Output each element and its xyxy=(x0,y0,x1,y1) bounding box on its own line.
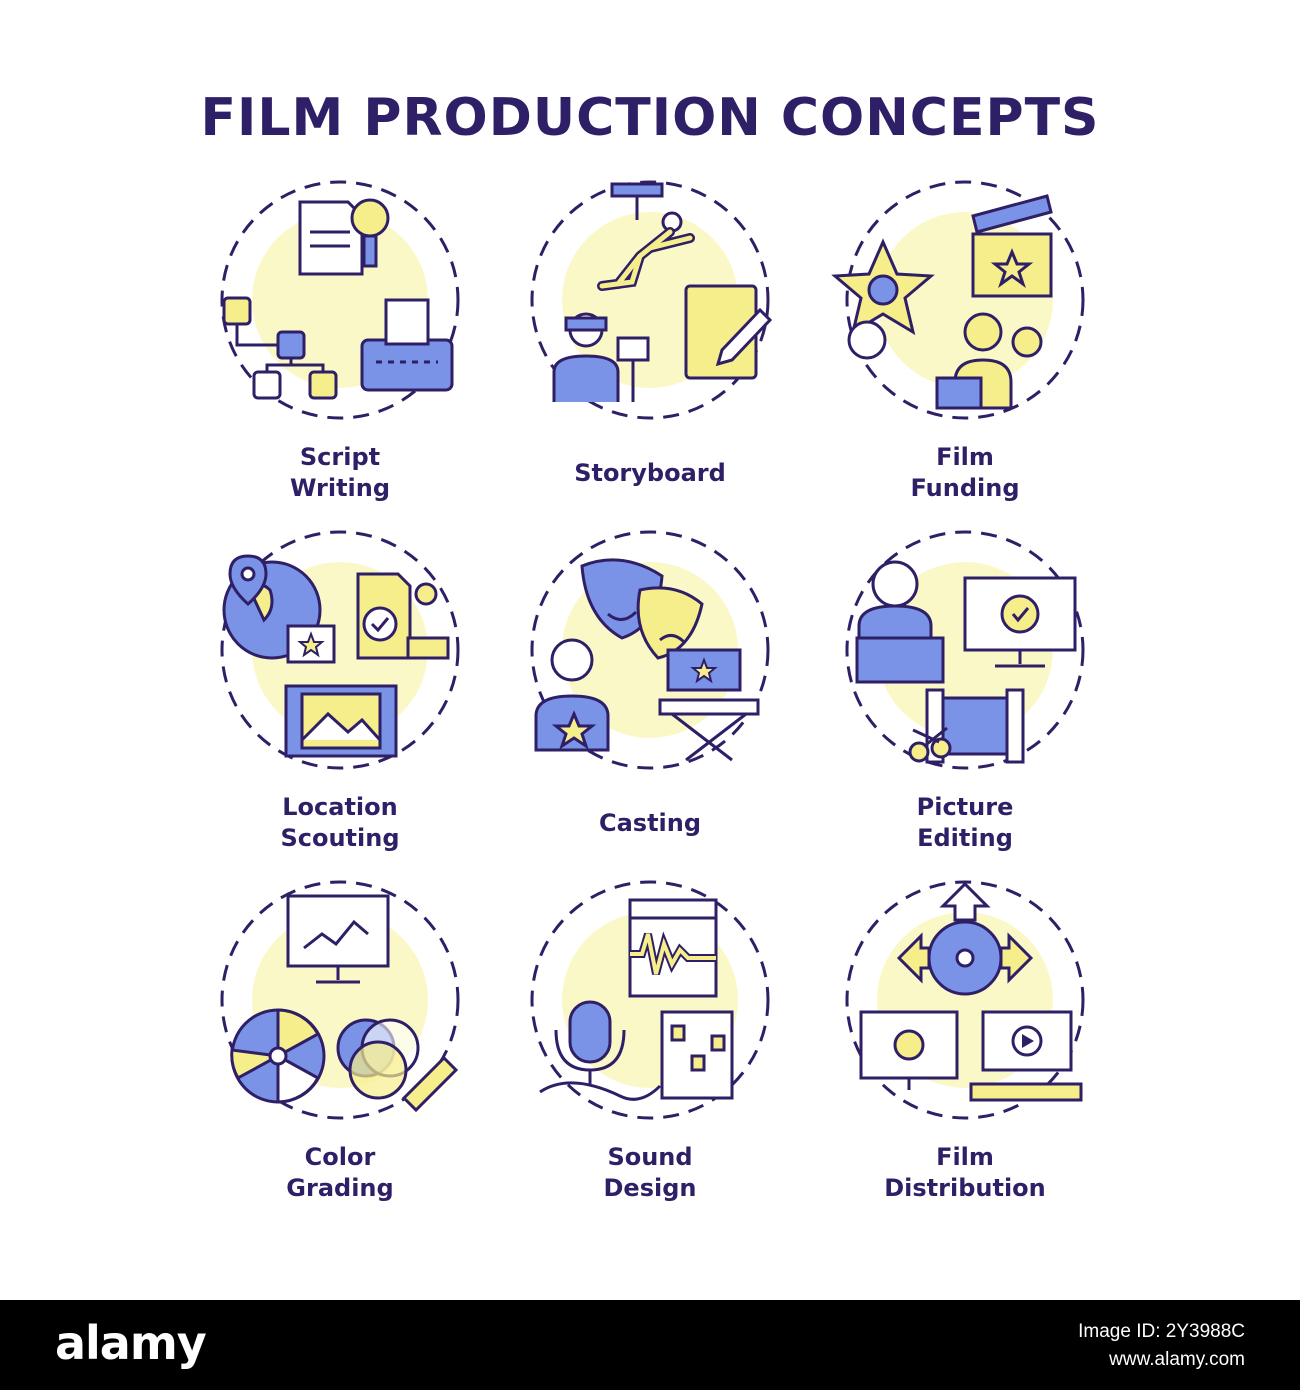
film-funding-icon xyxy=(831,180,1085,420)
storyboard-icon xyxy=(530,180,773,420)
site-url-text: www.alamy.com xyxy=(1109,1349,1245,1370)
concept-label: Storyboard xyxy=(574,459,726,487)
color-grading-icon xyxy=(220,880,460,1120)
picture-editing-icon xyxy=(845,530,1085,770)
sound-design-icon xyxy=(530,880,770,1120)
concept-card-storyboard: Storyboard xyxy=(500,180,800,520)
page-title: FILM PRODUCTION CONCEPTS xyxy=(200,88,1100,148)
concept-label: Casting xyxy=(598,809,702,837)
concept-card-casting: Casting xyxy=(500,530,800,870)
image-id-text: Image ID: 2Y3988C xyxy=(1078,1321,1245,1342)
script-writing-icon xyxy=(220,180,460,420)
casting-icon xyxy=(530,530,770,770)
brand-logo: alamy xyxy=(55,1316,207,1370)
footer-bar: alamy Image ID: 2Y3988C www.alamy.com xyxy=(0,1300,1300,1390)
film-distribution-icon xyxy=(845,880,1085,1120)
image-meta: Image ID: 2Y3988C www.alamy.com xyxy=(1078,1318,1245,1374)
location-scouting-icon xyxy=(220,530,460,770)
